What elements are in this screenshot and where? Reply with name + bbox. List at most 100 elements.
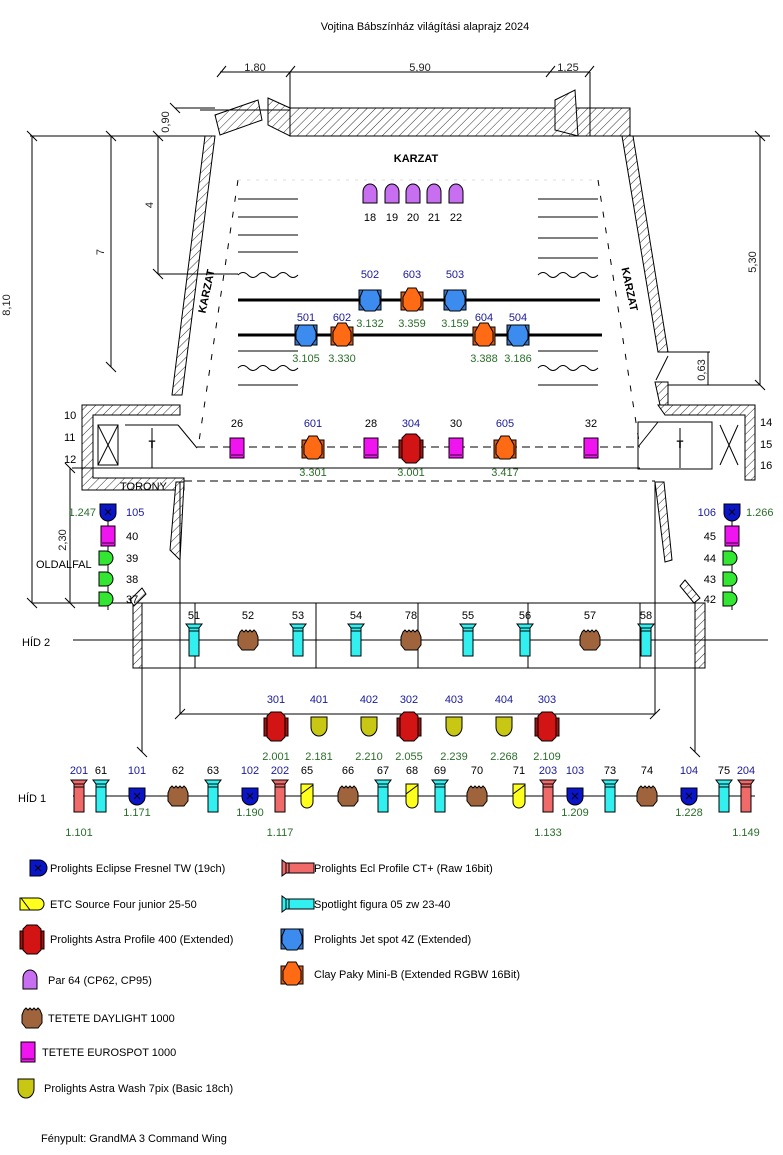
fixture-hid2[interactable]: 55 xyxy=(459,610,477,657)
fixture-side-left[interactable]: 39 xyxy=(98,550,138,566)
fixture-address: 1.190 xyxy=(236,807,264,819)
fixture-hid2[interactable]: 52 xyxy=(237,610,259,651)
spotlight-figura-icon xyxy=(374,779,392,813)
source-four-icon xyxy=(19,897,45,911)
fixture-front-pipe[interactable]: 32 xyxy=(583,418,599,459)
fixture-hid1[interactable]: 75 xyxy=(715,765,733,813)
fixture-address: 3.186 xyxy=(504,353,532,365)
fixture-number: 51 xyxy=(188,610,200,622)
fixture-address: 2.210 xyxy=(355,751,383,763)
fixture-side-left[interactable]: 38 xyxy=(98,571,138,587)
fixture-address: 3.359 xyxy=(398,318,426,330)
fixture-hid1[interactable]: 68 xyxy=(405,765,419,809)
t-right-label: T xyxy=(677,439,684,451)
fixture-hid2[interactable]: 51 xyxy=(185,610,203,657)
spotlight-figura-icon xyxy=(637,623,655,657)
fixture-number: 61 xyxy=(95,765,107,777)
fixture-front-pipe[interactable]: 26 xyxy=(229,418,245,459)
fixture-par64[interactable]: 20 xyxy=(405,183,421,224)
fixture-hid1[interactable]: 67 xyxy=(374,765,392,813)
fixture-address: 1.117 xyxy=(267,827,294,839)
fixture-hid1[interactable]: 69 xyxy=(431,765,449,813)
fixture-number: 71 xyxy=(513,765,525,777)
fixture-hid1[interactable]: 65 xyxy=(300,765,314,809)
fixture-front-pipe[interactable]: 30 xyxy=(448,418,464,459)
fixture-hid2[interactable]: 78 xyxy=(400,610,422,651)
fixture-hid1[interactable]: 63 xyxy=(204,765,222,813)
mini-b-icon xyxy=(400,287,424,312)
fixture-hid1[interactable]: 70 xyxy=(466,765,488,807)
eclipse-fresnel-icon xyxy=(241,787,259,806)
fixture-number: 62 xyxy=(172,765,184,777)
par64-icon xyxy=(22,969,38,990)
eurospot-icon xyxy=(724,525,740,547)
ecl-profile-icon xyxy=(281,859,315,877)
fixture-front-pipe[interactable]: 28 xyxy=(363,418,379,459)
legend-label: Spotlight figura 05 zw 23-40 xyxy=(314,899,450,911)
fixture-par64[interactable]: 19 xyxy=(384,183,400,224)
fixture-lower-pipe[interactable]: 504 3.186 xyxy=(504,312,532,365)
fixture-number: 504 xyxy=(509,312,527,324)
fixture-side-left[interactable]: 37 xyxy=(98,591,138,607)
torony-label: TORONY xyxy=(120,481,168,493)
fixture-hid2[interactable]: 57 xyxy=(579,610,601,651)
fixture-hid2[interactable]: 54 xyxy=(347,610,365,657)
legend-label: Par 64 (CP62, CP95) xyxy=(48,975,152,987)
fixture-hid1[interactable]: 74 xyxy=(636,765,658,807)
fixture-hid2[interactable]: 53 xyxy=(289,610,307,657)
legend-label: TETETE EUROSPOT 1000 xyxy=(42,1047,176,1059)
fixture-hid1[interactable]: 66 xyxy=(337,765,359,807)
spotlight-figura-icon xyxy=(459,623,477,657)
fixture-number: 53 xyxy=(292,610,304,622)
fixture-address: 2.239 xyxy=(440,751,468,763)
fixture-side-right[interactable]: 42 xyxy=(704,591,738,607)
fixture-number: 67 xyxy=(377,765,389,777)
fixture-side-right[interactable]: 44 xyxy=(704,550,738,566)
fixture-par64[interactable]: 21 xyxy=(426,183,442,224)
fixture-hid2[interactable]: 58 xyxy=(637,610,655,657)
fixture-side-left[interactable]: 40 xyxy=(100,525,138,547)
row-label-12: 12 xyxy=(64,454,76,466)
fixture-number: 65 xyxy=(301,765,313,777)
fixture-hid2[interactable]: 56 xyxy=(516,610,534,657)
fixture-hid1[interactable]: 62 xyxy=(167,765,189,807)
astra-wash-icon xyxy=(360,716,378,737)
astra-wash-icon xyxy=(445,716,463,737)
fixture-hid1[interactable]: 73 xyxy=(601,765,619,813)
fixture-hid1[interactable]: 71 xyxy=(512,765,526,809)
fixture-number: 75 xyxy=(718,765,730,777)
daylight-icon xyxy=(636,785,658,807)
fixture-par64[interactable]: 18 xyxy=(362,183,378,224)
fixture-hid1[interactable]: 61 xyxy=(92,765,110,813)
fixture-number: 38 xyxy=(126,574,138,586)
fixture-side-right[interactable]: 45 xyxy=(704,525,740,547)
fixture-side-right[interactable]: 43 xyxy=(704,571,738,587)
fixture-par64[interactable]: 22 xyxy=(448,183,464,224)
